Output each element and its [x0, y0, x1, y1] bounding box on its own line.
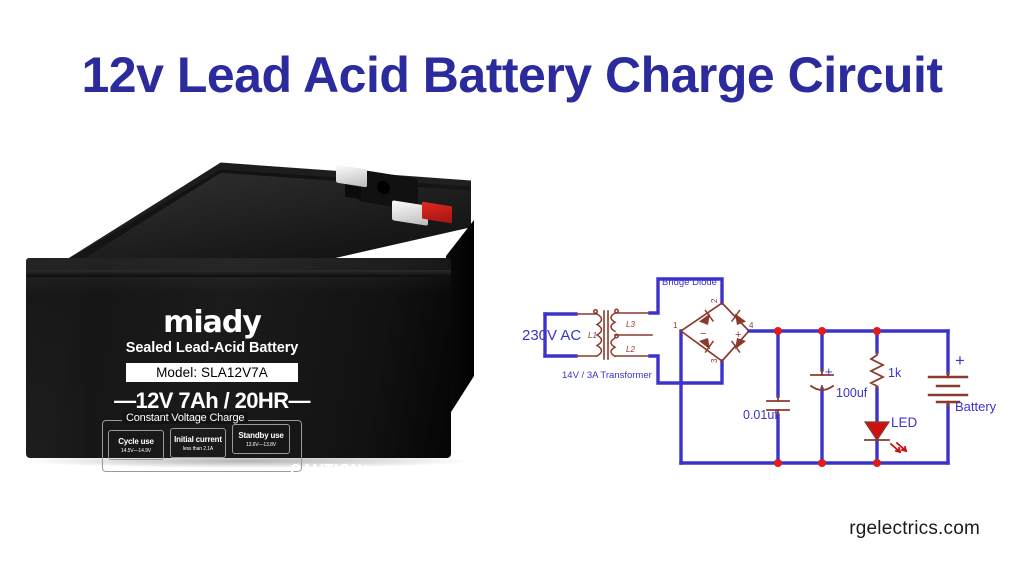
capacitor-100uf-label: 100uf: [836, 386, 868, 400]
transformer-symbol: [575, 308, 653, 360]
battery-rating: —12V 7Ah / 20HR—: [114, 388, 310, 413]
battery-lid-seam: [27, 270, 451, 277]
led-label: LED: [891, 415, 918, 430]
page-title: 12v Lead Acid Battery Charge Circuit: [81, 47, 943, 103]
bridge-pin-2-label: 2: [710, 298, 719, 303]
winding-secondary-bottom-label: L2: [626, 345, 635, 354]
caution-item: Do not charge in sealed container: [294, 489, 472, 501]
bridge-input-wires: [648, 277, 724, 465]
winding-secondary-top-label: L3: [626, 320, 635, 329]
bridge-pin-4-label: 4: [749, 321, 754, 330]
ac-source-label: 230V AC: [522, 327, 581, 344]
caution-item: Do not disassemble, heat above 50℃ or in…: [294, 531, 472, 555]
caution-heading: CAUTION：: [290, 462, 378, 479]
capacitor-100uf-branch: [809, 329, 835, 465]
resistor-led-branch: [863, 329, 908, 465]
led-emission-arrows: [889, 441, 908, 454]
spec-standby-use-name: Standby use: [238, 431, 284, 440]
battery-model-label: Model: SLA12V7A: [156, 365, 268, 380]
transformer-rating-label: 14V / 3A Transformer: [562, 370, 652, 381]
recycle-icon: ♻: [413, 557, 428, 574]
caution-item: Keep sparks and flames away: [294, 517, 472, 529]
bridge-rectifier: [679, 301, 751, 363]
wheelie-bin-icon: ☣: [436, 557, 451, 575]
constant-voltage-title: Constant Voltage Charge: [122, 412, 249, 424]
ce-mark-icon: C€: [384, 557, 405, 574]
battery-model-box: [126, 363, 298, 382]
caution-item: Do not short circuit the battery termina…: [294, 475, 472, 487]
main-rails: [679, 329, 950, 465]
certification-marks: C€ ♻ ☣: [384, 554, 474, 576]
junction-dots: [774, 327, 881, 467]
resistor-1k-label: 1k: [888, 366, 902, 380]
spec-standby-use: Standby use 13.6V—13.8V: [232, 424, 290, 454]
spec-cycle-use: Cycle use 14.5V—14.9V: [108, 430, 164, 460]
bridge-pin-1-label: 1: [673, 321, 678, 330]
battery-subtitle: Sealed Lead-Acid Battery: [125, 340, 299, 356]
bridge-pin-3-label: 3: [710, 358, 719, 363]
capacitor-001uf-branch: [766, 329, 790, 465]
caution-list: Do not short circuit the battery termina…: [294, 475, 472, 571]
spec-standby-use-value: 13.6V—13.8V: [245, 442, 277, 448]
resistor-symbol: [868, 351, 886, 389]
charger-circuit-schematic: 230V AC: [522, 277, 997, 467]
site-watermark: rgelectrics.com: [849, 518, 980, 539]
bridge-diode-label: Bridge Diode: [662, 277, 717, 288]
winding-primary-label: L1: [588, 331, 597, 340]
spec-cycle-use-name: Cycle use: [118, 437, 154, 446]
battery-product-photo: miady Sealed Lead-Acid Battery Model: SL…: [18, 158, 480, 574]
capacitor-100uf-polarity: +: [825, 364, 833, 379]
battery-polarity-label: +: [955, 351, 965, 370]
spec-initial-current-value: less than 2.1A: [182, 446, 214, 452]
battery-brand: miady: [163, 305, 262, 340]
caution-item: Must be recycled or disposed of properly: [294, 556, 472, 568]
load-battery-label: Battery: [955, 399, 997, 414]
spec-initial-current-name: Initial current: [174, 435, 222, 444]
load-battery-branch: [927, 329, 969, 465]
capacitor-001uf-label: 0.01uf: [743, 408, 778, 422]
ac-source-wires: [543, 312, 578, 358]
spec-cycle-use-value: 14.5V—14.9V: [120, 448, 152, 454]
bridge-plus-label: +: [735, 329, 741, 341]
bridge-minus-label: −: [700, 328, 706, 340]
led-triangle: [863, 421, 891, 442]
spec-initial-current: Initial current less than 2.1A: [170, 428, 226, 458]
caution-item: Recharge after use: [294, 503, 472, 515]
